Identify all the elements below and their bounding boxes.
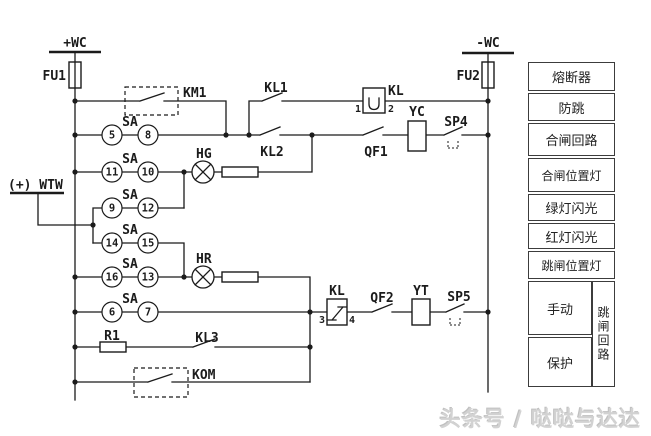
legend-row-green-lamp-flash: 绿灯闪光 <box>528 194 615 221</box>
wiring <box>10 50 514 401</box>
fuse-fu2: FU2 <box>457 61 495 89</box>
lamp-hg: HG <box>191 147 259 184</box>
relay-contact-km1: KM1 <box>124 86 207 116</box>
sa-contact-row-4: 14 15 SA <box>101 223 159 254</box>
hr-label: HR <box>196 252 212 267</box>
kl-signal-relay-coil-top: KL 1 2 <box>355 84 404 115</box>
kl2-contact-label: KL2 <box>260 145 283 160</box>
fu2-label: FU2 <box>457 69 480 84</box>
sa-label: SA <box>122 292 138 307</box>
trip-coil-yt: YT <box>411 284 431 326</box>
fu1-label: FU1 <box>43 69 67 84</box>
fuse-fu1: FU1 <box>43 61 82 89</box>
sa-label: SA <box>122 115 138 130</box>
watermark-text: 头条号 / 哒哒与达达 <box>439 407 641 431</box>
qf2-contact-label: QF2 <box>370 291 393 306</box>
sa-terminal: 8 <box>145 130 151 142</box>
hg-label: HG <box>196 147 212 162</box>
flash-bus-label: (+) WTW <box>8 178 63 193</box>
sa-terminal: 13 <box>142 272 155 284</box>
kl-terminal-3: 3 <box>319 315 325 326</box>
kl-coil-bottom-label: KL <box>329 284 345 299</box>
legend-trip-circuit: 跳闸回路 <box>592 281 615 387</box>
legend-row-protection: 保护 <box>528 337 592 387</box>
pressure-switch-sp5: SP5 <box>447 290 471 326</box>
sa-contact-row-1: 5 8 SA <box>101 115 159 146</box>
kl-coil-top-label: KL <box>388 84 404 99</box>
pressure-switch-sp4: SP4 <box>444 115 468 149</box>
hg-resistor <box>221 166 259 178</box>
km1-label: KM1 <box>183 86 207 101</box>
sa-terminal: 9 <box>109 203 115 215</box>
legend-row-closing-position-lamp: 合闸位置灯 <box>528 158 615 192</box>
sa-label: SA <box>122 257 138 272</box>
r1-label: R1 <box>104 329 120 344</box>
sa-contact-row-5: 16 13 SA <box>101 257 159 288</box>
legend-row-manual: 手动 <box>528 281 592 335</box>
sa-label: SA <box>122 152 138 167</box>
relay-contact-kom: KOM <box>133 367 216 398</box>
kl-terminal-1: 1 <box>355 104 361 115</box>
sa-terminal: 7 <box>145 307 151 319</box>
lamp-hr: HR <box>191 252 259 289</box>
sa-terminal: 10 <box>142 167 155 179</box>
sa-terminal: 11 <box>106 167 119 179</box>
sa-terminal: 16 <box>106 272 119 284</box>
sp5-label: SP5 <box>447 290 470 305</box>
sa-contact-row-3: 9 12 SA <box>101 188 159 219</box>
kl1-contact-label: KL1 <box>264 81 288 96</box>
yc-label: YC <box>409 105 425 120</box>
sa-terminal: 15 <box>142 238 155 250</box>
kl-terminal-2: 2 <box>388 104 394 115</box>
sa-contact-row-2: 11 10 SA <box>101 152 159 183</box>
kl-signal-relay-coil-bottom: KL 3 4 <box>319 284 355 326</box>
closing-coil-yc: YC <box>407 105 427 152</box>
sa-terminal: 6 <box>109 307 115 319</box>
sa-contact-row-6: 6 7 SA <box>101 292 159 323</box>
hr-resistor <box>221 271 259 283</box>
resistor-r1: R1 <box>99 329 127 353</box>
negative-bus-label: -WC <box>476 36 499 51</box>
junction-dots <box>72 98 491 385</box>
qf1-contact-label: QF1 <box>364 145 388 160</box>
sa-label: SA <box>122 188 138 203</box>
kl3-contact-label: KL3 <box>195 331 218 346</box>
legend-row-antipump: 防跳 <box>528 93 615 121</box>
legend-row-trip-position-lamp: 跳闸位置灯 <box>528 251 615 279</box>
kl-terminal-4: 4 <box>349 315 355 326</box>
legend-row-red-lamp-flash: 红灯闪光 <box>528 223 615 249</box>
sa-label: SA <box>122 223 138 238</box>
kom-label: KOM <box>192 368 216 383</box>
sp4-label: SP4 <box>444 115 468 130</box>
sa-terminal: 14 <box>106 238 119 250</box>
yt-label: YT <box>413 284 429 299</box>
legend-row-fuse: 熔断器 <box>528 62 615 91</box>
legend-row-closing-circuit: 合闸回路 <box>528 123 615 156</box>
sa-terminal: 5 <box>109 130 115 142</box>
positive-bus-label: +WC <box>63 36 86 51</box>
sa-terminal: 12 <box>142 203 155 215</box>
